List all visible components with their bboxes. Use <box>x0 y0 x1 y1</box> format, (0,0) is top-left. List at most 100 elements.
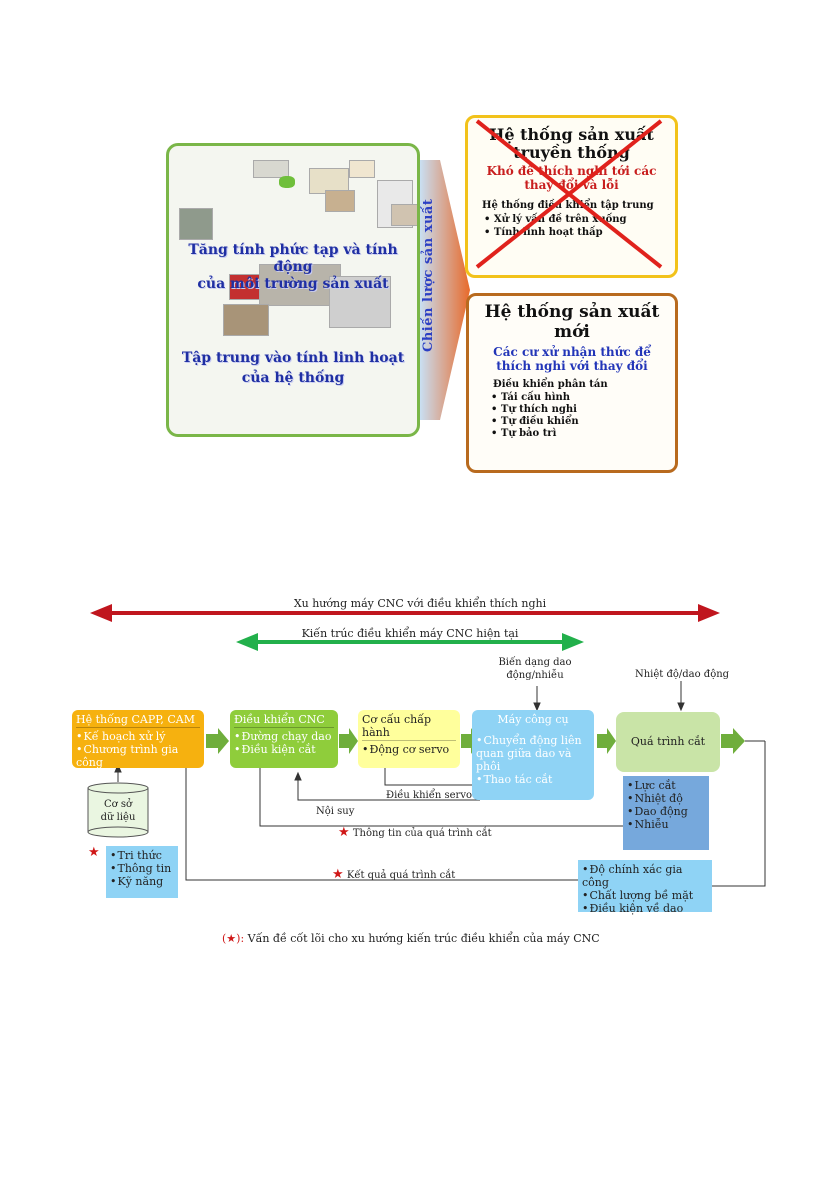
environment-panel: Tăng tính phức tạp và tính động của môi … <box>166 143 420 437</box>
flexibility-line-1: Tập trung vào tính linh hoạt <box>181 350 405 366</box>
database-line-2: dữ liệu <box>100 812 136 823</box>
tool-deformation-label: Biến dạng dao động/nhiễu <box>490 656 580 682</box>
new-item: Tự điều khiển <box>491 416 675 428</box>
new-system-box: Hệ thống sản xuất mới Các cư xử nhận thứ… <box>466 293 678 473</box>
process-result-text: Kết quả quá trình cắt <box>346 870 456 881</box>
current-green-arrow <box>236 633 584 651</box>
signal-item: Dao động <box>627 805 705 818</box>
note-star-marker: (★): <box>222 932 245 945</box>
capp-cam-box: Hệ thống CAPP, CAM Kế hoạch xử lý Chương… <box>72 710 204 769</box>
machine-tool-list: Chuyển động liên quan giữa dao và phôi T… <box>476 734 590 786</box>
knowledge-box: Tri thức Thông tin Kỹ năng <box>106 846 178 898</box>
note-text: Vấn đề cốt lõi cho xu hướng kiến trúc đi… <box>247 932 600 945</box>
interpolation-label: Nội suy <box>316 806 355 817</box>
heat-vibration-label: Nhiệt độ/dao động <box>634 669 730 680</box>
cnc-control-item: Điều kiện cắt <box>234 743 334 756</box>
tool-deformation-line-2: động/nhiễu <box>506 670 564 681</box>
actuator-item: Động cơ servo <box>362 743 456 756</box>
traditional-title-1: Hệ thống sản xuất <box>489 125 654 144</box>
new-blue-2: thích nghi với thay đổi <box>496 359 648 373</box>
flexibility-title: Tập trung vào tính linh hoạt của hệ thốn… <box>169 348 417 388</box>
servo-control-label: Điều khiển servo <box>386 790 473 801</box>
red-arrow-label: Xu hướng máy CNC với điều khiển thích ng… <box>293 597 547 610</box>
complexity-title: Tăng tính phức tạp và tính động của môi … <box>169 242 417 293</box>
database-line-1: Cơ sở <box>103 799 132 810</box>
flexibility-line-2: của hệ thống <box>241 370 345 386</box>
new-item: Tự bảo trì <box>491 428 675 440</box>
capp-cam-list: Kế hoạch xử lý Chương trình gia công <box>76 730 200 769</box>
strategy-label: Chiến lược sản xuất <box>421 198 436 352</box>
result-item: Độ chính xác gia công <box>582 863 708 889</box>
photo-model <box>325 190 355 212</box>
new-list: Tái cấu hình Tự thích nghi Tự điều khiển… <box>491 392 675 440</box>
new-item: Tự thích nghi <box>491 404 675 416</box>
cutting-process-box: Quá trình cắt <box>616 712 720 772</box>
photo-plant <box>259 264 341 306</box>
capp-cam-title: Hệ thống CAPP, CAM <box>76 713 200 728</box>
photo-robot <box>329 276 391 328</box>
photo-factory <box>179 208 213 240</box>
knowledge-star-icon: ★ <box>88 845 100 860</box>
traditional-subtitle: Hệ thống điều khiển tập trung <box>482 200 654 211</box>
cnc-control-list: Đường chạy dao Điều kiện cắt <box>234 730 334 756</box>
traditional-system-box: Hệ thống sản xuất truyền thống Khó để th… <box>465 115 678 278</box>
cnc-control-box: Điều khiển CNC Đường chạy dao Điều kiện … <box>230 710 338 768</box>
database-icon <box>87 782 149 838</box>
trend-red-arrow <box>90 604 720 622</box>
knowledge-item: Thông tin <box>110 862 174 875</box>
database-label: Cơ sở dữ liệu <box>88 798 148 824</box>
signal-item: Nhiệt độ <box>627 792 705 805</box>
process-info-label: ★ Thông tin của quá trình cắt <box>338 826 492 840</box>
actuator-list: Động cơ servo <box>362 743 456 756</box>
traditional-red-1: Khó để thích nghi tới các <box>486 164 657 178</box>
cnc-control-item: Đường chạy dao <box>234 730 334 743</box>
result-item: Điều kiện về dao <box>582 902 708 915</box>
traditional-title-2: truyền thống <box>513 143 630 162</box>
input-arrows <box>533 681 685 712</box>
photo-sketch <box>391 204 417 226</box>
traditional-red-2: thay đổi và lỗi <box>524 178 619 192</box>
photo-worker <box>223 304 269 336</box>
cutting-process-title: Quá trình cắt <box>630 735 706 748</box>
photo-cad <box>309 168 349 194</box>
traditional-item: Tính linh hoạt thấp <box>484 226 675 239</box>
process-info-text: Thông tin của quá trình cắt <box>352 828 492 839</box>
traditional-item: Xử lý vấn đề trên xuống <box>484 213 675 226</box>
green-arrow-label: Kiến trúc điều khiển máy CNC hiện tại <box>301 627 519 640</box>
knowledge-list: Tri thức Thông tin Kỹ năng <box>110 849 174 888</box>
tool-deformation-line-1: Biến dạng dao <box>498 657 572 668</box>
actuator-title: Cơ cấu chấp hành <box>362 713 456 741</box>
capp-cam-item: Kế hoạch xử lý <box>76 730 200 743</box>
new-title-1: Hệ thống sản xuất <box>484 302 660 322</box>
photo-chart <box>349 160 375 178</box>
signal-item: Lực cắt <box>627 779 705 792</box>
traditional-list: Xử lý vấn đề trên xuống Tính linh hoạt t… <box>484 213 675 239</box>
actuator-box: Cơ cấu chấp hành Động cơ servo <box>358 710 460 768</box>
result-item: Chất lượng bề mặt <box>582 889 708 902</box>
strategy-arrow <box>420 160 470 420</box>
machine-tool-item: Chuyển động liên quan giữa dao và phôi <box>476 734 590 773</box>
cnc-control-title: Điều khiển CNC <box>234 713 334 728</box>
process-result-label: ★ Kết quả quá trình cắt <box>332 868 455 882</box>
process-signals-box: Lực cắt Nhiệt độ Dao động Nhiễu <box>623 776 709 850</box>
new-subtitle: Điều khiển phân tán <box>493 379 608 390</box>
machine-tool-title: Máy công cụ <box>497 713 569 726</box>
process-result-star-icon: ★ <box>332 867 344 882</box>
photo-parts <box>253 160 289 178</box>
signal-item: Nhiễu <box>627 818 705 831</box>
new-blue-1: Các cư xử nhận thức để <box>493 345 651 359</box>
machine-tool-item: Thao tác cắt <box>476 773 590 786</box>
results-list: Độ chính xác gia công Chất lượng bề mặt … <box>582 863 708 915</box>
complexity-line-2: của môi trường sản xuất <box>197 276 389 292</box>
signals-list: Lực cắt Nhiệt độ Dao động Nhiễu <box>627 779 705 831</box>
complexity-line-1: Tăng tính phức tạp và tính động <box>188 242 398 275</box>
knowledge-item: Tri thức <box>110 849 174 862</box>
results-box: Độ chính xác gia công Chất lượng bề mặt … <box>578 860 712 915</box>
diagram-note: (★): Vấn đề cốt lõi cho xu hướng kiến tr… <box>222 932 600 945</box>
new-item: Tái cấu hình <box>491 392 675 404</box>
new-title-2: mới <box>554 322 590 342</box>
process-info-star-icon: ★ <box>338 825 350 840</box>
photo-green-part <box>279 176 295 188</box>
capp-cam-item: Chương trình gia công <box>76 743 200 769</box>
machine-tool-box: Máy công cụ Chuyển động liên quan giữa d… <box>472 710 594 800</box>
